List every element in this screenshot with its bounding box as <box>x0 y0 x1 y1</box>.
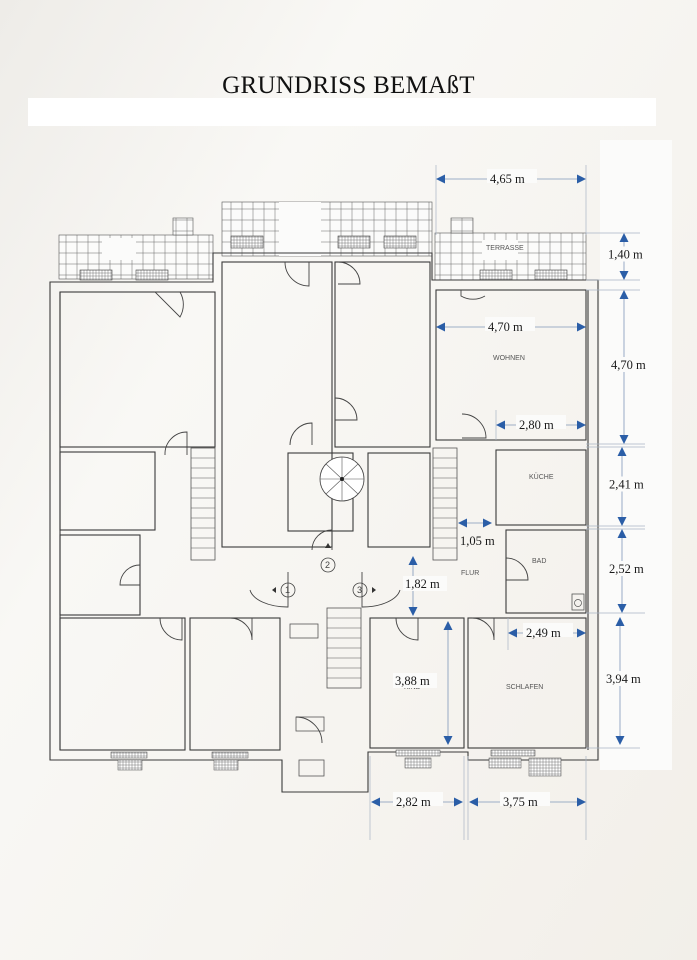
dimension-label: 3,94 m <box>606 672 641 686</box>
arrow-right-icon <box>577 628 586 638</box>
room-label-schlafen: SCHLAFEN <box>506 684 543 691</box>
dimension-label: 4,70 m <box>488 320 523 334</box>
room-label-terrasse: TERRASSE <box>486 245 524 252</box>
arrow-down-icon <box>617 517 627 526</box>
terrace-left <box>58 217 214 281</box>
dimension-schlafen-width: 3,75 m <box>469 792 586 809</box>
arrow-down-icon <box>443 736 453 745</box>
arrow-left-icon <box>458 518 467 528</box>
arrow-right-icon <box>483 518 492 528</box>
dimension-label: 2,52 m <box>609 562 644 576</box>
right-apartment: WOHNEN KÜCHE BAD FLUR KIND SCHLAFEN <box>369 289 587 777</box>
dimension-label: 4,65 m <box>490 172 525 186</box>
dimension-kueche-depth: 2,41 m <box>607 447 651 526</box>
dimension-label: 2,49 m <box>526 626 561 640</box>
dimension-kind-width: 2,82 m <box>371 792 463 809</box>
left-apartment <box>59 291 281 771</box>
arrow-right-icon <box>454 797 463 807</box>
dimension-schlafen-partial-width: 2,49 m <box>508 623 586 640</box>
dimension-label: 2,82 m <box>396 795 431 809</box>
dimension-terrasse-depth: 1,40 m <box>606 233 650 280</box>
dimension-label: 2,41 m <box>609 478 644 492</box>
dimension-label: 2,80 m <box>519 418 554 432</box>
arrow-up-icon <box>617 447 627 456</box>
dimension-annotations: 4,65 m 1,40 m 4,70 m 4,70 m 2,80 m 2,41 m 1,05… <box>371 169 653 809</box>
room-label-flur: FLUR <box>461 570 479 577</box>
arrow-up-icon <box>619 233 629 242</box>
room-label-wohnen: WOHNEN <box>493 355 525 362</box>
arrow-right-icon <box>577 322 586 332</box>
page-title: GRUNDRISS BEMAßT <box>222 72 475 99</box>
arrow-left-icon <box>469 797 478 807</box>
dimension-label: 1,82 m <box>405 577 440 591</box>
dimension-wohnen-width: 4,70 m <box>436 317 586 334</box>
arrow-left-icon <box>508 628 517 638</box>
dimension-label: 3,75 m <box>503 795 538 809</box>
arrow-right-icon <box>577 174 586 184</box>
dimension-kind-depth: 3,88 m <box>393 621 453 745</box>
dimension-label: 1,05 m <box>460 534 495 548</box>
terrace-right: TERRASSE <box>434 217 587 281</box>
margin-band <box>600 140 672 770</box>
dimension-wohnen-partial-width: 2,80 m <box>496 415 586 432</box>
arrow-left-icon <box>436 322 445 332</box>
arrow-down-icon <box>619 271 629 280</box>
dimension-schlafen-depth: 3,94 m <box>604 617 648 745</box>
arrow-right-icon <box>577 797 586 807</box>
arrow-left-icon <box>496 420 505 430</box>
washing-machine-icon <box>571 593 585 611</box>
dimension-wohnen-depth: 4,70 m <box>609 290 653 444</box>
arrow-down-icon <box>619 435 629 444</box>
arrow-up-icon <box>617 529 627 538</box>
title-band <box>28 98 656 126</box>
dimension-label: 1,40 m <box>608 248 643 262</box>
dimension-label: 4,70 m <box>611 358 646 372</box>
room-label-bad: BAD <box>532 558 546 565</box>
dimension-bad-depth: 2,52 m <box>607 529 651 613</box>
extension-lines <box>369 165 645 840</box>
entrance-number-2: 2 <box>325 560 330 570</box>
arrow-down-icon <box>615 736 625 745</box>
entrance-number-3: 3 <box>357 585 362 595</box>
entrance-number-1: 1 <box>285 585 290 595</box>
center-section: 2 1 3 <box>221 261 431 777</box>
dimension-flur-gap: 1,05 m <box>458 518 495 548</box>
arrow-up-icon <box>615 617 625 626</box>
arrow-down-icon <box>408 607 418 616</box>
arrow-down-icon <box>617 604 627 613</box>
arrow-left-icon <box>436 174 445 184</box>
arrow-up-icon <box>408 556 418 565</box>
arrow-up-icon <box>443 621 453 630</box>
arrow-up-icon <box>619 290 629 299</box>
arrow-right-icon <box>577 420 586 430</box>
room-label-kueche: KÜCHE <box>529 473 554 481</box>
arrow-left-icon <box>371 797 380 807</box>
terrace-center <box>221 201 433 257</box>
dimension-flur-depth: 1,82 m <box>403 556 447 616</box>
dimension-terrasse-width: 4,65 m <box>436 169 586 186</box>
dimension-label: 3,88 m <box>395 674 430 688</box>
